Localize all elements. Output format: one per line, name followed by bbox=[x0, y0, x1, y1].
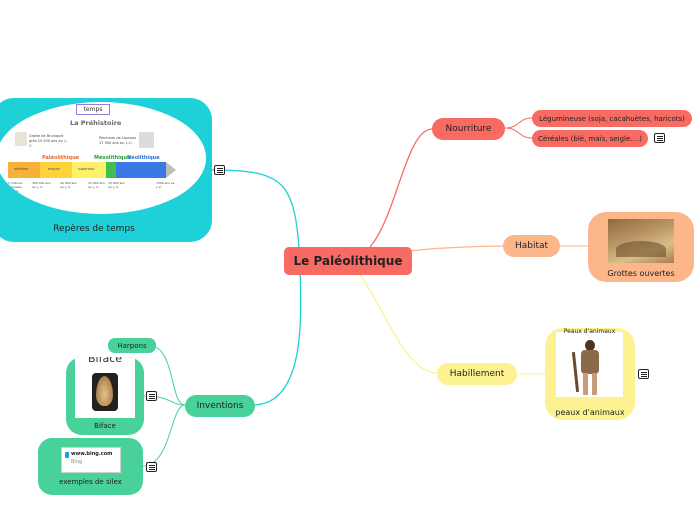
biface-stone bbox=[92, 373, 118, 411]
biface-image-frame: Biface bbox=[75, 357, 135, 418]
timeline-oval: temps La Préhistoire Grotte de Bruniquel… bbox=[0, 102, 206, 214]
habillement-image-caption: peaux d'animaux bbox=[555, 408, 625, 417]
timeline-date-2: 300 000 ans av. J.-C. bbox=[32, 181, 51, 189]
habillement-image-title: Peaux d'animaux bbox=[563, 328, 616, 335]
notes-icon[interactable] bbox=[214, 165, 225, 175]
period-neolithique: Néolithique bbox=[127, 155, 160, 161]
notes-icon[interactable] bbox=[146, 391, 157, 401]
habitat-image-caption: Grottes ouvertes bbox=[607, 269, 675, 278]
timeline-photo-1 bbox=[15, 132, 27, 146]
timeline-date-5: 10 000 ans av. J.-C. bbox=[108, 181, 125, 189]
cave-image bbox=[608, 219, 674, 263]
notes-icon[interactable] bbox=[146, 462, 157, 472]
period-mesolithique: Mésolithique bbox=[94, 155, 131, 161]
seg-label-2: moyen bbox=[48, 167, 60, 171]
biface-caption: Biface bbox=[94, 422, 116, 430]
subtopic-legumineuse[interactable]: Légumineuse (soja, cacahuètes, haricots) bbox=[532, 110, 692, 127]
topic-habitat[interactable]: Habitat bbox=[503, 235, 560, 257]
biface-image-card[interactable]: Biface Biface bbox=[66, 357, 144, 435]
web-link-caption: exemples de silex bbox=[59, 478, 122, 486]
topic-habillement-label: Habillement bbox=[449, 369, 505, 379]
subtopic-cereales[interactable]: Céréales (blé, maïs, seigle....) bbox=[532, 130, 648, 147]
timeline-heading: La Préhistoire bbox=[70, 119, 122, 127]
web-site-name: Bing bbox=[71, 459, 83, 465]
topic-nourriture[interactable]: Nourriture bbox=[432, 118, 505, 140]
timeline-date-4: 15 000 ans av. J.-C. bbox=[88, 181, 105, 189]
seg-label-1: inférieur bbox=[14, 167, 29, 171]
timeline-date-1: 2 millions d'années av. J.-C. bbox=[8, 181, 23, 193]
timeline-photo-2 bbox=[139, 132, 154, 148]
notes-icon[interactable] bbox=[654, 133, 665, 143]
timeline-date-3: 40 000 ans av. J.-C. bbox=[60, 181, 77, 189]
timeline-date-6: 7000 ans av. J.-C. bbox=[156, 181, 176, 189]
web-preview: www.bing.com Bing bbox=[61, 447, 121, 473]
subtopic-cereales-label: Céréales (blé, maïs, seigle....) bbox=[538, 134, 642, 143]
seg-label-3: supérieur bbox=[78, 167, 95, 171]
central-topic-label: Le Paléolithique bbox=[293, 254, 403, 268]
web-link-card[interactable]: www.bing.com Bing exemples de silex bbox=[38, 438, 143, 495]
timeline-box-2: Peintures de Lascaux 17 000 ans av. J.-C… bbox=[99, 136, 137, 145]
central-topic[interactable]: Le Paléolithique bbox=[284, 247, 412, 275]
subtopic-harpons-label: Harpons bbox=[117, 341, 147, 350]
caveman-image-frame: Peaux d'animaux bbox=[556, 328, 623, 397]
biface-image-title: Biface bbox=[87, 357, 123, 365]
timeline-bar: inférieur moyen supérieur bbox=[8, 162, 176, 178]
reperes-image-card[interactable]: temps La Préhistoire Grotte de Bruniquel… bbox=[0, 98, 212, 242]
topic-nourriture-label: Nourriture bbox=[445, 124, 492, 134]
subtopic-legumineuse-label: Légumineuse (soja, cacahuètes, haricots) bbox=[539, 114, 685, 123]
notes-icon[interactable] bbox=[638, 369, 649, 379]
reperes-caption: Repères de temps bbox=[53, 224, 135, 234]
timeline-box-1: Grotte de Bruniquel grès 20 000 ans av. … bbox=[29, 134, 68, 148]
habitat-image-card[interactable]: Grottes ouvertes bbox=[588, 212, 694, 282]
timeline-tag: temps bbox=[76, 104, 110, 115]
topic-inventions-label: Inventions bbox=[196, 401, 244, 411]
caveman-figure bbox=[571, 340, 602, 396]
period-paleolithique: Paléolithique bbox=[42, 155, 80, 161]
topic-habillement[interactable]: Habillement bbox=[437, 363, 517, 385]
habillement-image-card[interactable]: Peaux d'animaux peaux d'animaux bbox=[545, 328, 635, 420]
bing-icon bbox=[65, 452, 69, 458]
topic-inventions[interactable]: Inventions bbox=[185, 395, 255, 417]
web-site-url: www.bing.com bbox=[71, 451, 113, 457]
subtopic-harpons[interactable]: Harpons bbox=[108, 338, 156, 353]
topic-habitat-label: Habitat bbox=[514, 241, 549, 251]
